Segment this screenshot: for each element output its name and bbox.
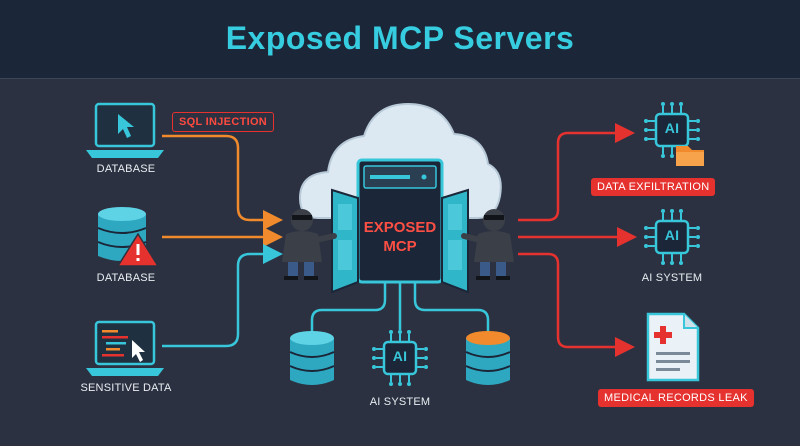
label-database-1: DATABASE [96,163,156,175]
ai-chip-text-middle: AI [664,227,680,243]
ai-chip-icon-bottom [372,330,428,386]
title-bar [0,0,800,79]
connector-sql [162,134,283,230]
ai-chip-icon-top [644,102,700,158]
left-connectors [162,134,283,348]
hacker-icon-left [282,209,337,280]
center-line2: MCP [383,238,417,255]
connector-sensitive [162,244,283,348]
label-ai-system-right: AI SYSTEM [641,272,703,284]
ai-chip-icon-middle [644,209,700,265]
label-sensitive-data: SENSITIVE DATA [80,382,172,394]
connector-exfil [518,123,635,222]
center-line1: EXPOSED [363,219,437,236]
label-ai-system-bottom: AI SYSTEM [369,396,431,408]
page-title: Exposed MCP Servers [225,20,575,56]
medical-records-leak-tag: MEDICAL RECORDS LEAK [598,389,754,407]
right-connectors [518,123,637,357]
left-door [331,188,359,294]
medical-document-icon [646,312,700,382]
code-monitor-icon [86,320,164,376]
bottom-connectors [310,282,490,332]
right-door [441,188,469,294]
database-warning-icon [97,207,160,267]
data-exfiltration-tag: DATA EXFILTRATION [591,178,716,196]
connector-medical [518,252,635,357]
label-database-2: DATABASE [96,272,156,284]
hacker-icon-right [461,209,514,280]
folder-icon [676,146,704,166]
database-icon-bottom-left [289,331,335,385]
ai-chip-text-top: AI [664,120,680,136]
database-icon-bottom-right [465,331,511,385]
sql-injection-tag: SQL INJECTION [172,112,275,132]
monitor-cursor-icon [86,102,164,158]
ai-chip-text-bottom: AI [392,348,408,364]
exposed-mcp-label: EXPOSED MCP [358,218,442,256]
